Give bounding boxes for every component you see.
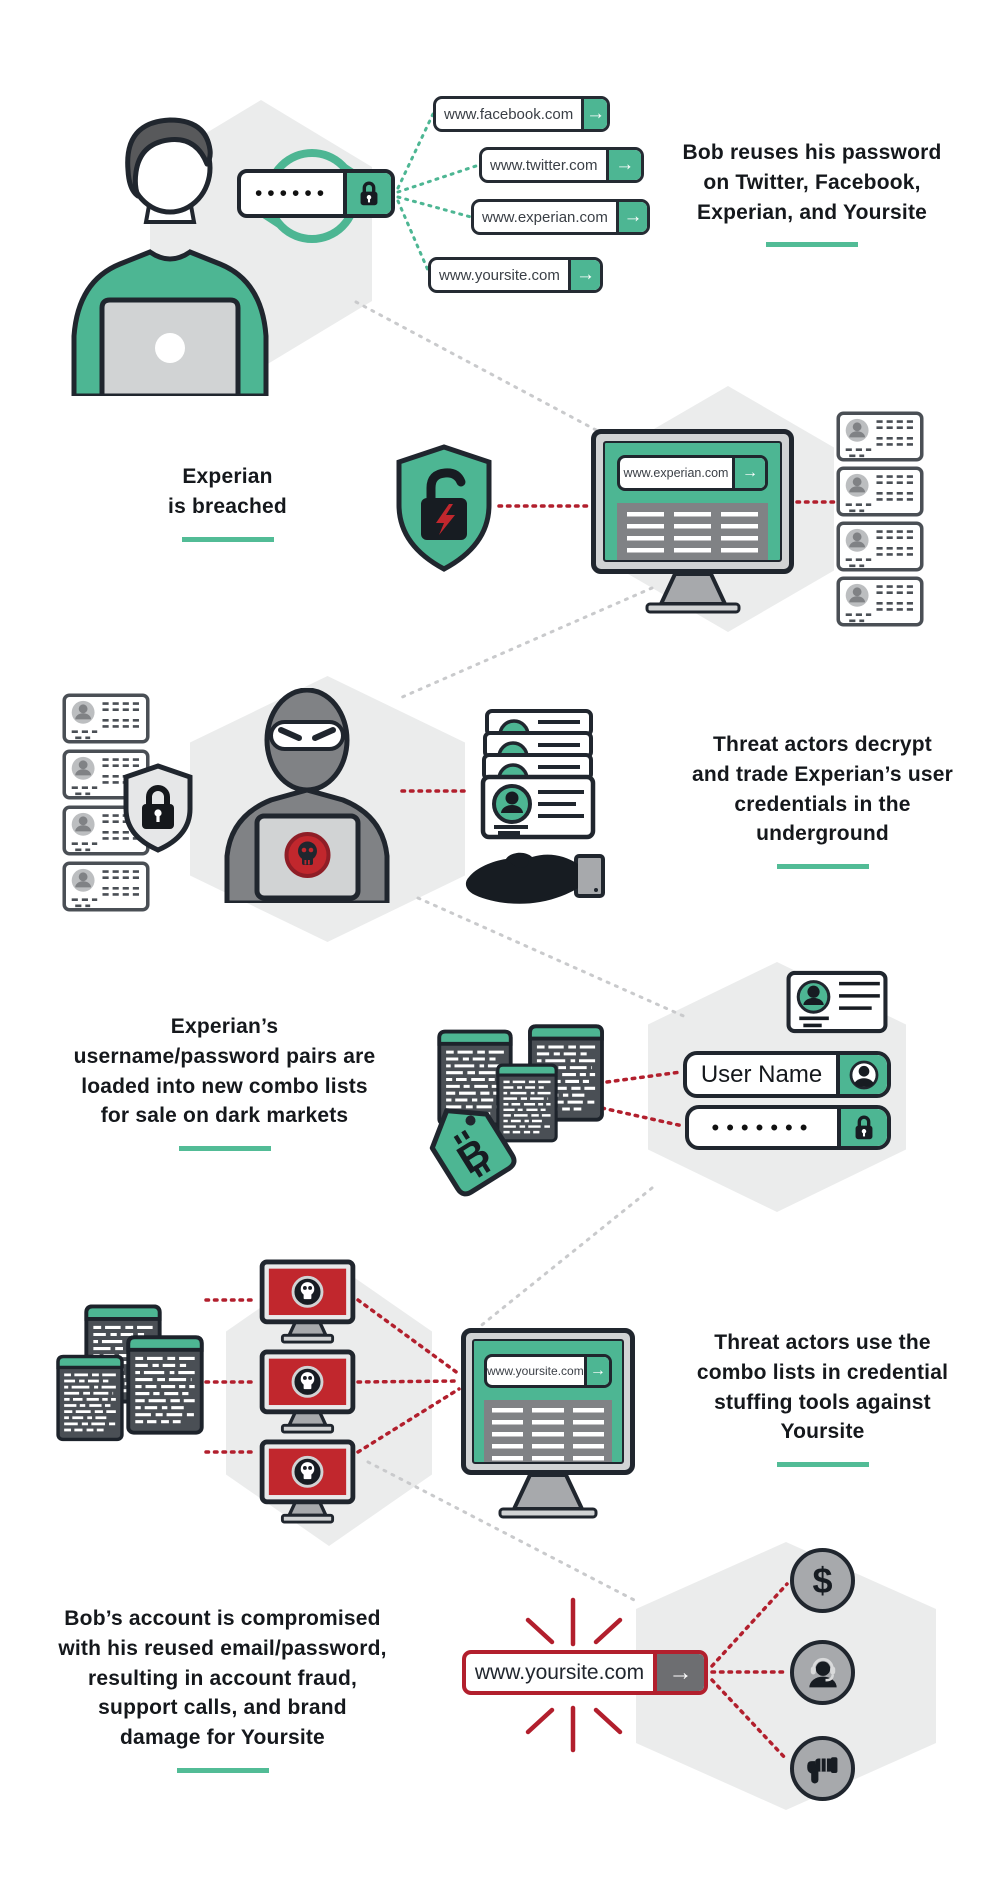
monitor-stand — [645, 574, 740, 614]
compromised-site-pill: www.yoursite.com → — [462, 1650, 708, 1695]
stolen-record-card — [836, 576, 924, 627]
monitor-frame: www.experian.com → — [591, 429, 794, 574]
password-lock-chip — [343, 173, 391, 214]
stolen-record-card — [62, 861, 150, 912]
support-call-icon — [790, 1640, 855, 1705]
monitor-screen: www.yoursite.com → — [472, 1339, 624, 1464]
combo-password-field: ••••••• — [685, 1105, 891, 1150]
identity-card-icon — [786, 970, 888, 1034]
hacker-icon — [224, 688, 390, 903]
caption-underline — [776, 1462, 869, 1468]
site-pill-experian: www.experian.com → — [471, 199, 650, 235]
stolen-record-card — [836, 521, 924, 572]
password-field: •••••• — [237, 169, 395, 218]
caption-step-1: Bob reuses his password on Twitter, Face… — [662, 138, 962, 248]
stolen-record-card — [836, 411, 924, 462]
password-dots: •••••• — [254, 181, 330, 205]
support-agent-icon — [808, 1657, 837, 1687]
password-dots: ••••••• — [711, 1114, 815, 1140]
stuffing-bot-monitor — [259, 1259, 356, 1344]
caption-underline — [181, 536, 274, 542]
caption-step-3: Threat actors decrypt and trade Experian… — [680, 730, 965, 870]
monitor-frame: www.yoursite.com → — [461, 1328, 635, 1475]
experian-site-monitor: www.experian.com → — [591, 429, 794, 614]
browser-address-bar: www.experian.com → — [617, 455, 768, 491]
go-arrow-icon: → — [615, 202, 647, 232]
site-url: www.yoursite.com — [439, 266, 560, 284]
user-icon — [848, 1059, 880, 1091]
thumbs-down-icon — [806, 1756, 837, 1783]
browser-url: www.yoursite.com — [487, 1364, 584, 1378]
monitor-stand — [498, 1475, 598, 1519]
breached-shield-icon — [396, 444, 492, 572]
site-url: www.facebook.com — [444, 105, 574, 123]
caption-step-4: Experian’s username/password pairs are l… — [52, 1012, 397, 1152]
webpage-content — [484, 1400, 612, 1462]
combo-list-doc — [125, 1335, 205, 1435]
caption-underline — [766, 242, 858, 248]
browser-url: www.experian.com — [623, 466, 729, 480]
stolen-record-card — [62, 693, 150, 744]
stolen-record-card — [836, 466, 924, 517]
site-url: www.twitter.com — [490, 156, 598, 174]
webpage-content — [617, 503, 768, 560]
caption-underline — [178, 1146, 271, 1152]
site-pill-twitter: www.twitter.com → — [479, 147, 644, 183]
go-arrow-icon: → — [583, 1357, 609, 1385]
stuffing-bot-monitor — [259, 1439, 356, 1524]
site-url: www.yoursite.com — [474, 1660, 645, 1684]
stuffing-bot-monitor — [259, 1349, 356, 1434]
go-arrow-icon: → — [653, 1654, 704, 1691]
site-url: www.experian.com — [482, 208, 608, 226]
lock-icon — [851, 1113, 877, 1143]
site-pill-yoursite: www.yoursite.com → — [428, 257, 603, 293]
caption-step-2: Experian is breached — [135, 462, 320, 542]
browser-address-bar: www.yoursite.com → — [484, 1354, 612, 1388]
brand-damage-icon — [790, 1736, 855, 1801]
password-lock-chip — [837, 1109, 887, 1146]
bitcoin-price-tag-icon: B — [429, 1108, 517, 1197]
monitor-screen: www.experian.com → — [603, 441, 782, 562]
fraud-cost-icon: $ — [790, 1548, 855, 1613]
lock-icon — [356, 179, 382, 209]
go-arrow-icon: → — [605, 150, 641, 180]
caption-step-5: Threat actors use the combo lists in cre… — [680, 1328, 965, 1468]
site-pill-facebook: www.facebook.com → — [433, 96, 610, 132]
dollar-icon: $ — [812, 1559, 833, 1601]
caption-underline — [176, 1768, 269, 1774]
bob-user-icon — [71, 117, 269, 396]
combo-list-doc — [56, 1348, 124, 1448]
go-arrow-icon: → — [581, 99, 607, 129]
username-chip — [836, 1055, 887, 1094]
caption-underline — [776, 864, 869, 870]
username-value: User Name — [700, 1060, 823, 1088]
go-arrow-icon: → — [732, 458, 765, 488]
caption-step-6: Bob’s account is compromised with his re… — [40, 1604, 405, 1774]
yoursite-monitor: www.yoursite.com → — [461, 1328, 635, 1519]
go-arrow-icon: → — [567, 260, 600, 290]
locked-shield-icon — [123, 763, 193, 853]
trading-hand-icon — [465, 852, 605, 904]
username-field: User Name — [683, 1051, 891, 1098]
credential-cards-stack — [480, 709, 596, 840]
